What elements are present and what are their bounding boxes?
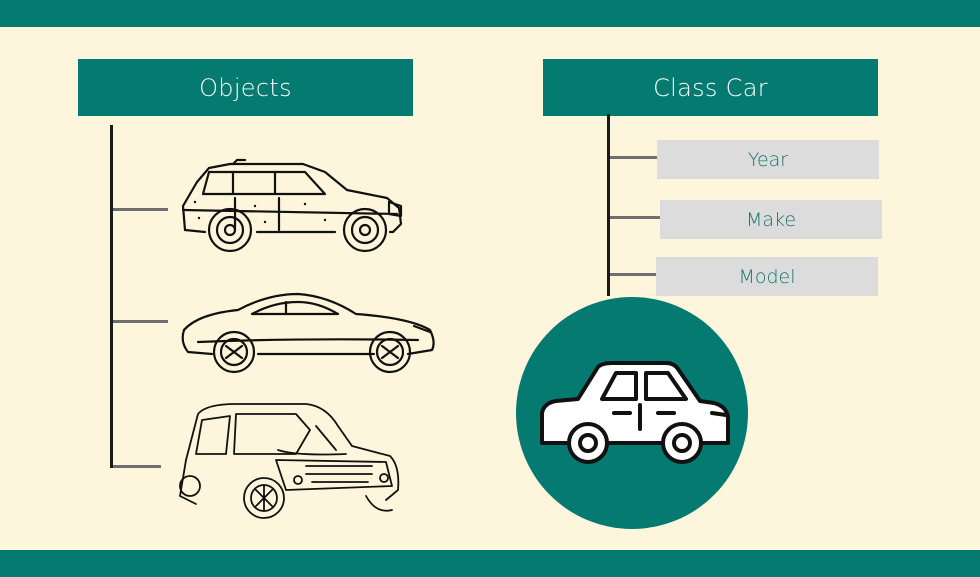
suv-sketch-icon: [181, 158, 403, 253]
class-car-header: Class Car: [543, 59, 878, 116]
sedan-sketch-icon: [181, 292, 435, 374]
attribute-model: Model: [656, 257, 878, 296]
crossover-sketch-icon: [179, 403, 400, 519]
class-car-circle: [516, 297, 748, 529]
attribute-year: Year: [657, 140, 879, 179]
bottom-band: [0, 550, 980, 577]
top-band: [0, 0, 980, 27]
objects-trunk-line: [110, 125, 113, 468]
class-branch-model: [610, 273, 656, 276]
attribute-year-label: Year: [747, 148, 789, 171]
objects-branch-3: [113, 465, 161, 468]
class-car-header-label: Class Car: [653, 73, 768, 102]
class-trunk-line: [607, 114, 610, 296]
attribute-make-label: Make: [745, 208, 797, 231]
objects-branch-2: [113, 320, 168, 323]
attribute-make: Make: [660, 200, 882, 239]
objects-branch-1: [113, 208, 168, 211]
attribute-model-label: Model: [738, 265, 796, 288]
car-icon: [540, 361, 730, 464]
class-branch-make: [610, 216, 660, 219]
class-branch-year: [610, 156, 658, 159]
objects-header: Objects: [78, 59, 413, 116]
objects-header-label: Objects: [199, 73, 292, 102]
